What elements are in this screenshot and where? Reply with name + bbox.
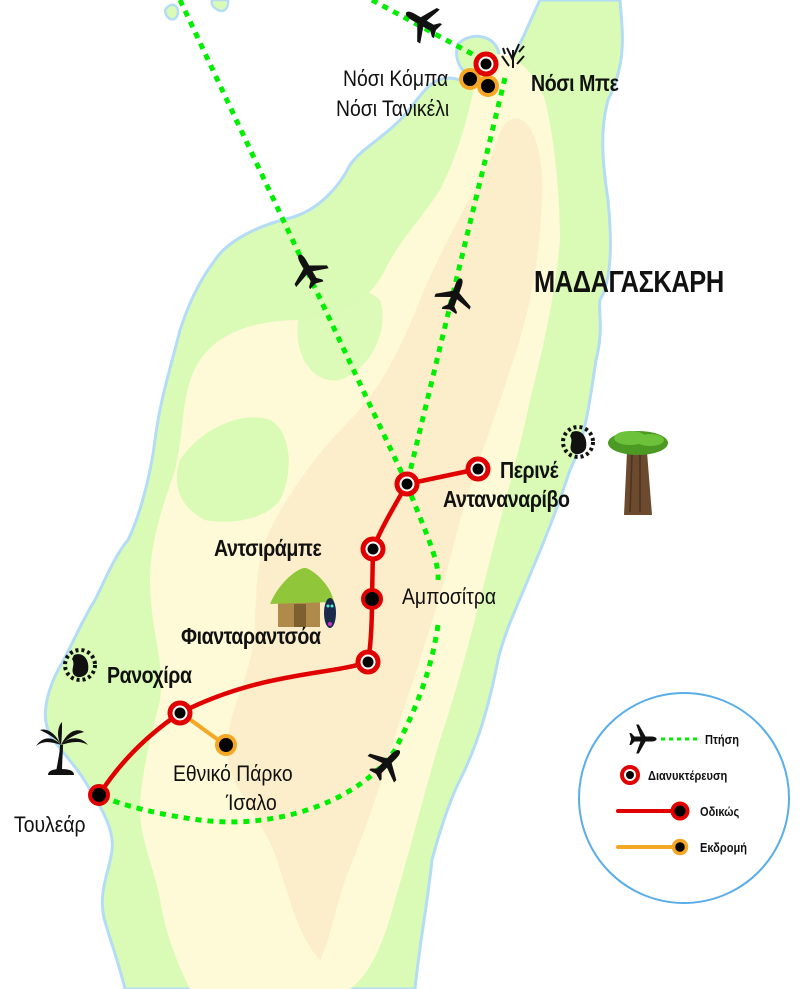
mask-icon — [324, 598, 336, 628]
label-ranohira: Ρανοχίρα — [107, 662, 192, 688]
coral-icon — [501, 43, 525, 68]
label-nosy-tanikely: Νόσι Τανικέλι — [336, 96, 450, 121]
baobab-tree-icon — [608, 431, 668, 515]
label-fianarantsoa: Φιανταραντσόα — [181, 623, 321, 649]
road-marker-ambositra — [361, 588, 383, 610]
road-marker-tulear — [88, 784, 110, 806]
legend-flight: Πτήση — [625, 724, 745, 754]
excursion-marker-nosy-komba — [459, 68, 481, 90]
overnight-marker-antananarivo — [397, 474, 417, 494]
lemur-icon — [63, 648, 97, 682]
label-isalo-park: Εθνικό Πάρκο — [173, 761, 293, 786]
overnight-marker-antsirabe — [363, 539, 383, 559]
legend-excursion: Εκδρομή — [616, 835, 755, 859]
excursion-line-icon — [616, 838, 689, 856]
map-title: ΜΑΔΑΓΑΣΚΑΡΗ — [534, 264, 724, 299]
lemur-icon — [561, 425, 595, 459]
airplane-icon — [396, 0, 448, 49]
overnight-marker-nosy-be — [476, 54, 496, 74]
overnight-marker-perine — [468, 459, 488, 479]
overnight-marker-ranohira — [170, 703, 190, 723]
legend-overnight: Διανυκτέρευση — [616, 763, 741, 787]
legend-road: Οδικώς — [616, 799, 746, 823]
label-ambositra: Αμποσίτρα — [402, 584, 497, 609]
label-perine: Περινέ — [500, 457, 559, 483]
label-antsirabe: Αντσιράμπε — [214, 535, 322, 561]
label-antananarivo: Ανταναναρίβο — [443, 486, 570, 512]
label-nosy-be: Νόσι Μπε — [531, 70, 619, 96]
overnight-marker-fianarantsoa — [358, 652, 378, 672]
label-isalo: Ίσαλο — [226, 790, 277, 815]
palm-tree-icon — [36, 722, 88, 775]
road-route — [97, 466, 479, 797]
label-nosy-komba: Νόσι Κόμπα — [343, 66, 449, 91]
excursion-marker-nosy-tanikely — [477, 75, 499, 97]
label-tulear: Τουλεάρ — [14, 812, 86, 837]
map-legend: Πτήση Διανυκτέρευση Οδικώς Εκδρομή — [578, 692, 790, 904]
road-line-icon — [616, 801, 690, 821]
hut-icon — [270, 567, 334, 627]
overnight-marker-icon — [620, 765, 640, 785]
excursion-marker-isalo — [215, 734, 237, 756]
airplane-icon — [629, 724, 701, 754]
